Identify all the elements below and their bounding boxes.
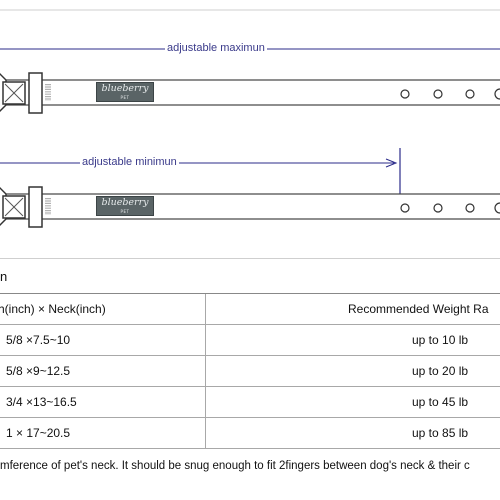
brand-name: blueberry	[101, 83, 149, 94]
brand-tag: blueberry PET	[96, 82, 154, 102]
table-row: 5/8 ×7.5~10 up to 10 lb	[0, 324, 500, 356]
cell-weight: up to 20 lb	[205, 355, 500, 387]
keeper-loop	[28, 186, 43, 228]
collar-diagram: adjustable maximun adjustable minimun bl…	[0, 9, 500, 228]
table-row: 1 × 17~20.5 up to 85 lb	[0, 417, 500, 449]
max-dimension-label: adjustable maximun	[165, 42, 267, 54]
size-section-title: n	[0, 269, 8, 284]
collar-drawing	[0, 9, 500, 228]
table-row: 3/4 ×13~16.5 up to 45 lb	[0, 386, 500, 418]
cell-weight: up to 85 lb	[205, 417, 500, 449]
sizing-footnote: mference of pet's neck. It should be snu…	[0, 460, 470, 472]
collar-hole	[465, 89, 475, 99]
cell-size: 5/8 ×9~12.5	[0, 355, 206, 387]
cell-weight: up to 10 lb	[205, 324, 500, 356]
table-header-row: h(inch) × Neck(inch) Recommended Weight …	[0, 293, 500, 325]
brand-sub: PET	[120, 209, 130, 214]
brand-name: blueberry	[101, 197, 149, 208]
collar-strap	[0, 193, 500, 220]
brand-sub: PET	[120, 95, 130, 100]
cell-size: 5/8 ×7.5~10	[0, 324, 206, 356]
cell-size: 3/4 ×13~16.5	[0, 386, 206, 418]
collar-min	[0, 148, 500, 228]
collar-hole	[465, 203, 475, 213]
size-table: h(inch) × Neck(inch) Recommended Weight …	[0, 293, 500, 449]
cell-size: 1 × 17~20.5	[0, 417, 206, 449]
brand-tag: blueberry PET	[96, 196, 154, 216]
collar-hole	[400, 203, 410, 213]
collar-strap	[0, 79, 500, 106]
collar-hole	[400, 89, 410, 99]
collar-hole	[433, 203, 443, 213]
keeper-loop	[28, 72, 43, 114]
table-row: 5/8 ×9~12.5 up to 20 lb	[0, 355, 500, 387]
min-dimension-label: adjustable minimun	[80, 156, 179, 168]
header-weight: Recommended Weight Ra	[205, 293, 500, 325]
cell-weight: up to 45 lb	[205, 386, 500, 418]
collar-max	[0, 48, 500, 114]
collar-hole	[433, 89, 443, 99]
section-divider	[0, 258, 500, 259]
header-size: h(inch) × Neck(inch)	[0, 293, 206, 325]
